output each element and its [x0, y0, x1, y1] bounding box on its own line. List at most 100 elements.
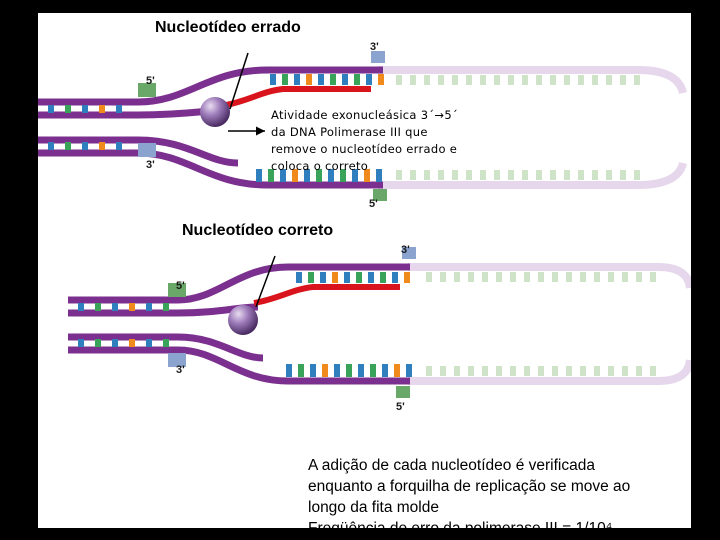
base-tile — [364, 169, 370, 182]
base-tile — [318, 74, 324, 85]
base-tile — [496, 272, 502, 282]
faded-bases — [426, 272, 656, 376]
pointer-correct-nucleotide — [255, 255, 276, 308]
label-3prime-top: 3' — [370, 41, 379, 53]
base-tile — [536, 170, 542, 180]
base-tile — [332, 272, 338, 283]
base-tile — [163, 303, 169, 311]
caption: A adição de cada nucleotídeo é verificad… — [308, 455, 691, 528]
base-tile — [116, 105, 122, 113]
base-tile — [95, 339, 101, 347]
base-tile — [48, 105, 54, 113]
base-tile — [620, 170, 626, 180]
base-tile — [65, 142, 71, 150]
base-tile — [522, 75, 528, 85]
label-5prime-bottom: 5' — [369, 198, 378, 210]
base-tile — [592, 75, 598, 85]
base-tile — [468, 366, 474, 376]
base-tile — [452, 170, 458, 180]
base-tile — [438, 75, 444, 85]
base-tile — [358, 364, 364, 377]
annotation-line: Atividade exonucleásica 3´→5´ — [271, 108, 459, 122]
base-tile — [82, 105, 88, 113]
base-tile — [280, 169, 286, 182]
base-tile — [112, 303, 118, 311]
base-tile — [78, 303, 84, 311]
base-tile — [592, 170, 598, 180]
new-strand-primer — [225, 86, 371, 108]
base-tile — [368, 272, 374, 283]
base-tile — [78, 339, 84, 347]
annotation-line: da DNA Polimerase III que — [271, 125, 428, 139]
parental-strand-top — [68, 263, 410, 304]
end-tag-3prime-left — [168, 353, 186, 367]
base-tile — [480, 170, 486, 180]
dna-replication-illustration: 3' 5' 3' 5' 3' 5' 3' 5' — [38, 41, 691, 413]
base-tile — [352, 169, 358, 182]
base-tile — [482, 366, 488, 376]
base-tile — [396, 170, 402, 180]
base-tile — [294, 74, 300, 85]
annotation-line: remove o nucleotídeo errado e — [271, 142, 458, 156]
base-tile — [95, 303, 101, 311]
base-tile — [316, 169, 322, 182]
base-tile — [163, 339, 169, 347]
base-tile — [112, 339, 118, 347]
base-tile — [426, 366, 432, 376]
base-tile — [404, 272, 410, 283]
base-tile — [524, 272, 530, 282]
daughter-strand-bottom — [38, 136, 239, 167]
base-tile — [410, 75, 416, 85]
base-tile — [440, 272, 446, 282]
base-tile — [538, 272, 544, 282]
base-tile — [406, 364, 412, 377]
base-tile — [396, 75, 402, 85]
parental-strand-bottom — [68, 346, 410, 385]
end-tag-5prime-bottom — [373, 189, 387, 201]
base-tile — [129, 339, 135, 347]
label-5prime-left: 5' — [176, 280, 185, 292]
base-tile — [424, 75, 430, 85]
base-tile — [298, 364, 304, 377]
base-tile — [466, 170, 472, 180]
caption-line: Freqüência de erro da polimerase III = 1… — [308, 518, 691, 528]
base-tile — [494, 170, 500, 180]
base-tile — [376, 169, 382, 182]
base-tile — [494, 75, 500, 85]
base-tile — [270, 74, 276, 85]
new-strand-primer — [253, 284, 400, 306]
base-tile — [378, 74, 384, 85]
base-tile — [410, 170, 416, 180]
base-tile — [650, 272, 656, 282]
base-tile — [550, 75, 556, 85]
base-tile — [508, 75, 514, 85]
base-tile — [510, 272, 516, 282]
base-tile — [380, 272, 386, 283]
base-tile — [65, 105, 71, 113]
base-tile — [356, 272, 362, 283]
base-tile — [296, 272, 302, 283]
base-tile — [282, 74, 288, 85]
base-tile — [394, 364, 400, 377]
base-tile — [508, 170, 514, 180]
label-5prime-bottom: 5' — [396, 401, 405, 413]
template-strand-faded-bottom — [408, 359, 691, 385]
base-tile — [146, 303, 152, 311]
base-tile — [346, 364, 352, 377]
base-tile — [550, 170, 556, 180]
base-tile — [82, 142, 88, 150]
faded-bases — [396, 75, 640, 180]
base-tile — [308, 272, 314, 283]
base-tile — [438, 170, 444, 180]
base-tile — [606, 170, 612, 180]
base-tile — [552, 272, 558, 282]
label-3prime-left: 3' — [146, 159, 155, 171]
end-tag-3prime-left — [138, 143, 156, 157]
template-strand-faded-top — [408, 263, 691, 289]
title-correct-nucleotide: Nucleotídeo correto — [182, 222, 334, 239]
base-tile — [564, 75, 570, 85]
base-tile — [594, 366, 600, 376]
base-tile — [330, 74, 336, 85]
title-wrong-nucleotide: Nucleotídeo errado — [155, 19, 301, 36]
base-tile — [608, 272, 614, 282]
